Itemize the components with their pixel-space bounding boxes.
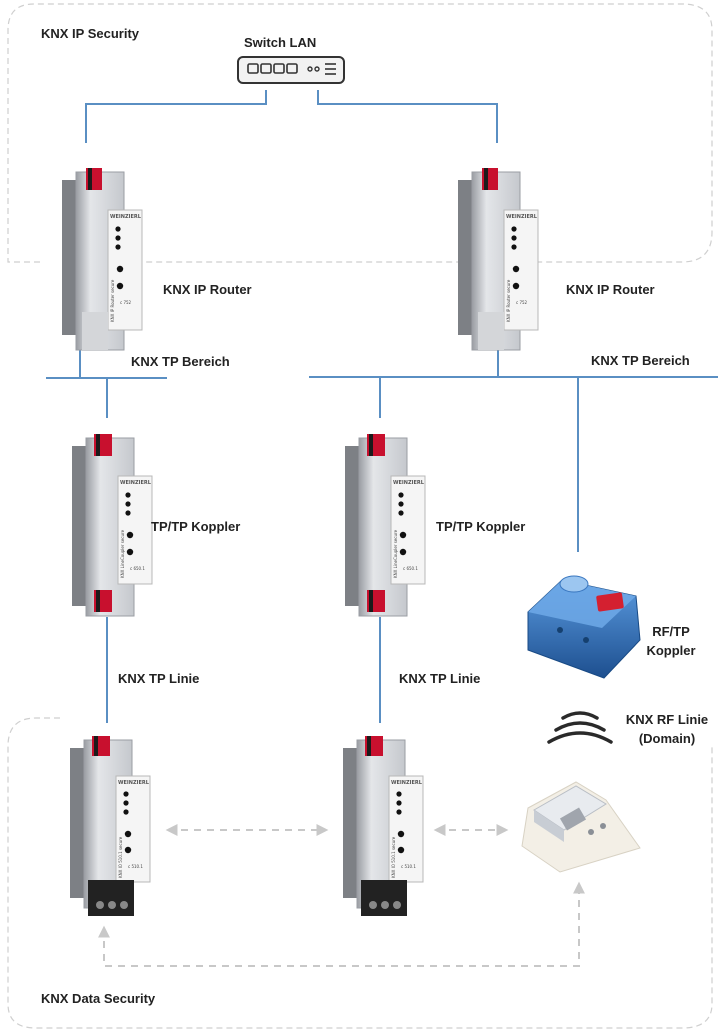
ip-link-right bbox=[317, 90, 498, 143]
coupler-device-right: WEINZIERL KNX LineCoupler secure c 650.1 bbox=[345, 434, 426, 617]
svg-text:WEINZIERL: WEINZIERL bbox=[110, 214, 142, 220]
io-device-right: WEINZIERL KNX IO 510.1 secure c 510.1 bbox=[343, 736, 424, 916]
rf-line-label-line1: KNX RF Linie bbox=[626, 712, 708, 727]
ip-security-zone bbox=[7, 3, 713, 263]
secure-link-io-left-rf bbox=[98, 881, 585, 967]
svg-text:KNX IP Router secure: KNX IP Router secure bbox=[110, 279, 115, 322]
ip-security-label: KNX IP Security bbox=[41, 26, 140, 41]
lan-switch-icon bbox=[237, 56, 345, 84]
svg-text:KNX LineCoupler secure: KNX LineCoupler secure bbox=[393, 529, 398, 578]
tp-area-label-right: KNX TP Bereich bbox=[591, 353, 690, 368]
svg-text:c 510.1: c 510.1 bbox=[401, 864, 416, 869]
svg-text:KNX LineCoupler secure: KNX LineCoupler secure bbox=[120, 529, 125, 578]
switch-label: Switch LAN bbox=[244, 35, 316, 50]
router-device-left: WEINZIERL KNX IP Router secure c 752 bbox=[62, 168, 143, 351]
rf-wave-icon bbox=[547, 711, 613, 744]
svg-text:WEINZIERL: WEINZIERL bbox=[120, 480, 152, 486]
svg-text:c 752: c 752 bbox=[120, 300, 132, 305]
io-device-left: WEINZIERL KNX IO 510.1 secure c 510.1 bbox=[70, 736, 151, 916]
svg-text:KNX IP Router secure: KNX IP Router secure bbox=[506, 279, 511, 322]
rf-coupler-device bbox=[527, 575, 641, 679]
tp-line-label-right: KNX TP Linie bbox=[399, 671, 480, 686]
svg-text:KNX IO 510.1 secure: KNX IO 510.1 secure bbox=[118, 836, 123, 878]
svg-text:c 650.1: c 650.1 bbox=[403, 566, 418, 571]
data-security-zone bbox=[7, 717, 713, 1029]
rf-coupler-label-line1: RF/TP bbox=[652, 624, 690, 639]
svg-text:KNX IO 510.1 secure: KNX IO 510.1 secure bbox=[391, 836, 396, 878]
svg-text:c 752: c 752 bbox=[516, 300, 528, 305]
coupler-label-right: TP/TP Koppler bbox=[436, 519, 525, 534]
tp-line-label-left: KNX TP Linie bbox=[118, 671, 199, 686]
router-device-right: WEINZIERL KNX IP Router secure c 752 bbox=[458, 168, 539, 351]
tp-area-label-left: KNX TP Bereich bbox=[131, 354, 230, 369]
data-security-label: KNX Data Security bbox=[41, 991, 156, 1006]
svg-text:WEINZIERL: WEINZIERL bbox=[118, 780, 150, 786]
router-label-right: KNX IP Router bbox=[566, 282, 655, 297]
router-label-left: KNX IP Router bbox=[163, 282, 252, 297]
svg-text:WEINZIERL: WEINZIERL bbox=[391, 780, 423, 786]
ip-link-left bbox=[85, 90, 267, 143]
svg-text:WEINZIERL: WEINZIERL bbox=[506, 214, 538, 220]
svg-text:WEINZIERL: WEINZIERL bbox=[393, 480, 425, 486]
rf-line-label-line2: (Domain) bbox=[639, 731, 695, 746]
coupler-device-left: WEINZIERL KNX LineCoupler secure c 650.1 bbox=[72, 434, 153, 617]
rf-coupler-label-line2: Koppler bbox=[646, 643, 695, 658]
coupler-label-left: TP/TP Koppler bbox=[151, 519, 240, 534]
rf-actuator-device bbox=[521, 781, 641, 873]
svg-text:c 650.1: c 650.1 bbox=[130, 566, 145, 571]
svg-text:c 510.1: c 510.1 bbox=[128, 864, 143, 869]
